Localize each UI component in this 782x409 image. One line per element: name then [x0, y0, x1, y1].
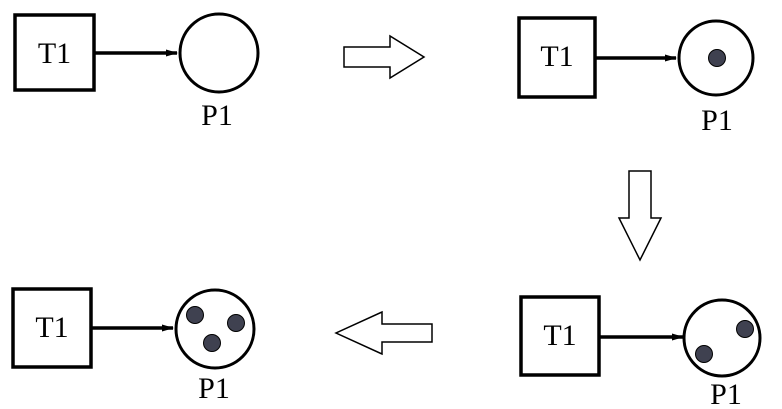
transition-box [13, 13, 96, 92]
transition-label: T1 [543, 319, 576, 352]
state-3: T1 P1 [519, 295, 762, 409]
hollow-arrow-left-icon [334, 310, 433, 356]
transition-box [519, 295, 601, 377]
state-1: T1 P1 [13, 12, 260, 132]
place-circle [178, 12, 260, 94]
place-label: P1 [710, 378, 742, 409]
token [736, 320, 754, 338]
token [695, 345, 713, 363]
transition-label: T1 [35, 311, 68, 344]
transition-label: T1 [38, 37, 71, 70]
hollow-arrow-right-icon [343, 34, 426, 80]
token [227, 314, 245, 332]
token [186, 306, 204, 324]
place-label: P1 [198, 372, 230, 405]
state-4: T1 P1 [11, 287, 256, 405]
transition-label: T1 [540, 40, 573, 73]
token [708, 49, 726, 67]
state-2: T1 P1 [517, 16, 755, 137]
hollow-arrow-down-icon [617, 170, 663, 262]
transition-box [517, 16, 597, 99]
place-circle [682, 298, 762, 378]
token [203, 334, 221, 352]
place-label: P1 [201, 99, 233, 132]
transition-box [11, 287, 93, 369]
place-label: P1 [701, 104, 733, 137]
